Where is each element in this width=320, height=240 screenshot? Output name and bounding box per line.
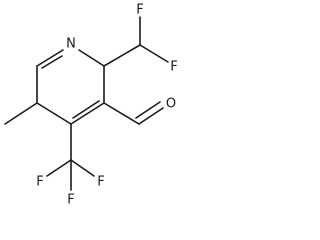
bond-co-inner bbox=[135, 101, 161, 119]
bond-chf2-f-right bbox=[139, 44, 169, 63]
atom-label-f-right: F bbox=[170, 60, 177, 75]
bond-c2-chf2 bbox=[103, 44, 141, 67]
bond-methyl bbox=[4, 102, 38, 125]
atom-label-f-bottom: F bbox=[67, 193, 74, 208]
bond-c5-c4 bbox=[36, 102, 72, 125]
bond-c2-n bbox=[78, 49, 105, 67]
bond-c4-c3-inner bbox=[72, 100, 100, 119]
bond-n-c6-inner bbox=[41, 55, 63, 69]
atom-label-ring-nitrogen: N bbox=[66, 37, 76, 52]
atom-label-f-right-cf3: F bbox=[97, 175, 104, 190]
bond-c3-cho bbox=[103, 102, 140, 125]
atom-label-aldehyde-oxygen: O bbox=[166, 97, 176, 112]
atom-label-f-upper: F bbox=[136, 3, 143, 18]
bond-co-outer bbox=[138, 107, 164, 125]
atom-label-f-left: F bbox=[36, 175, 43, 190]
bond-cf3-f-right bbox=[70, 159, 95, 177]
bond-c4-c3 bbox=[70, 102, 105, 125]
molecule-structure: N F F O F F F bbox=[4, 3, 178, 208]
bond-n-c6 bbox=[36, 49, 64, 67]
bond-cf3-f-left bbox=[46, 159, 72, 177]
